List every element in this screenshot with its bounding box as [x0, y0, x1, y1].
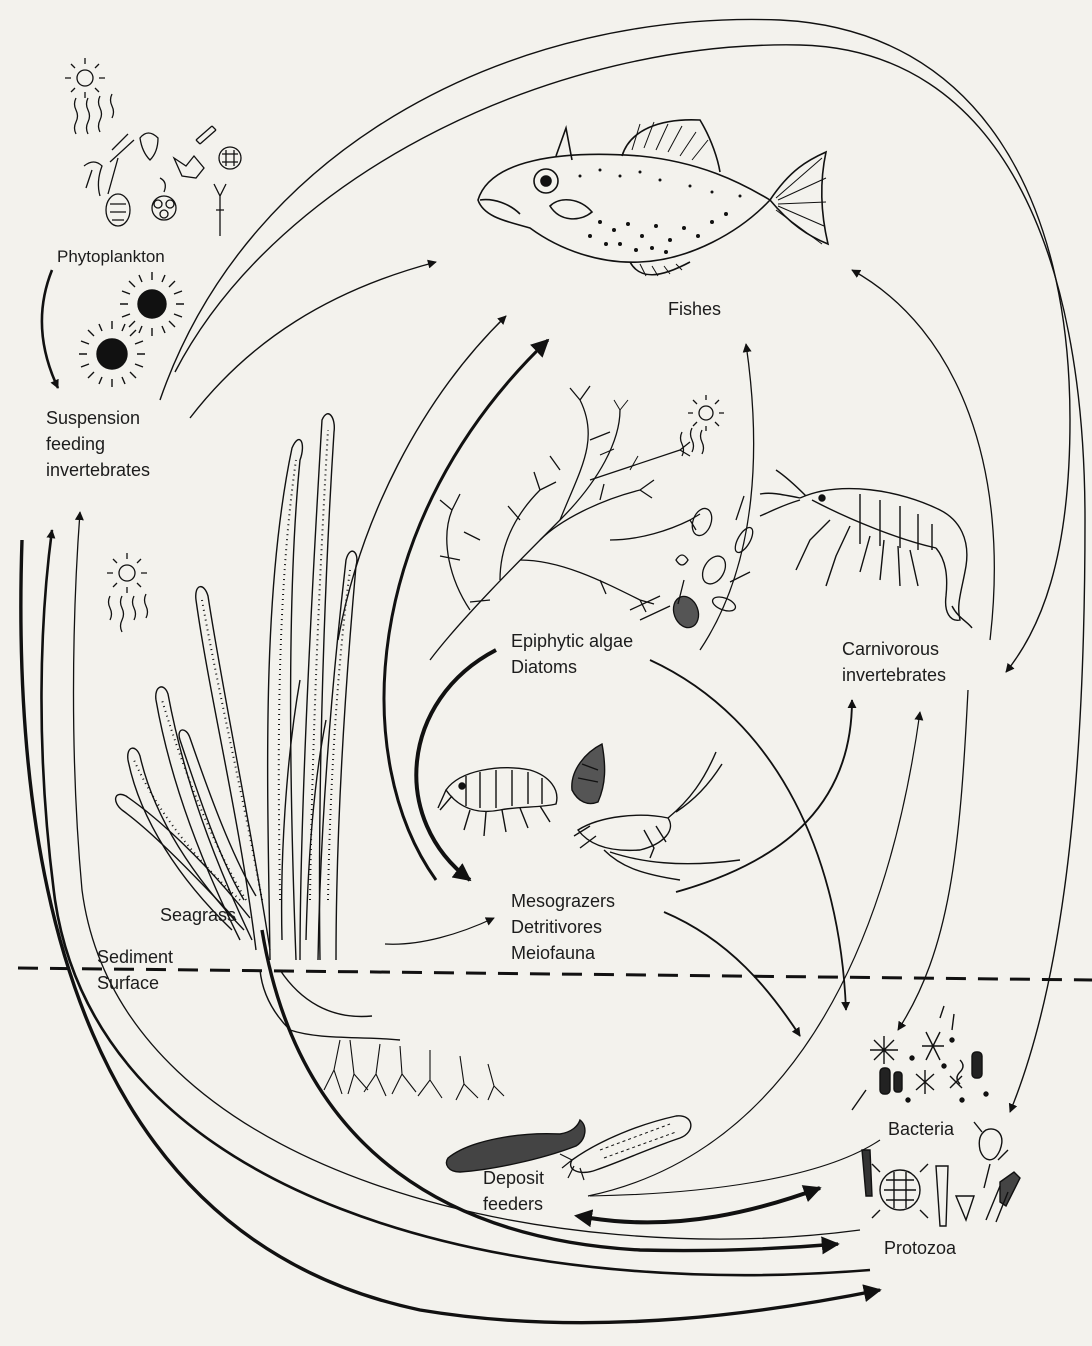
arrow-deposit-to-carnivores: [588, 712, 920, 1196]
seagrass-roots-icon: [324, 1040, 504, 1100]
fish-icon: [478, 120, 828, 276]
bacteria-label: Bacteria: [888, 1116, 954, 1142]
arrow-algae-to-fishes: [700, 344, 754, 650]
fishes-label: Fishes: [668, 296, 721, 322]
sun-icon: [65, 58, 114, 134]
label-line: feeders: [483, 1191, 544, 1217]
label-line: invertebrates: [842, 662, 946, 688]
snail-icon: [572, 744, 605, 804]
label-line: Carnivorous: [842, 636, 946, 662]
arrow-phyto-to-suspension: [42, 270, 58, 388]
arrow-algae-to-mesograzers: [416, 650, 496, 880]
sun-icon: [107, 553, 148, 632]
label-line: Mesograzers: [511, 888, 615, 914]
label-line: Surface: [97, 970, 173, 996]
arrow-bacteria-to-deposit-thin: [590, 1140, 880, 1196]
label-line: Sediment: [97, 944, 173, 970]
arrow-suspension-to-carnivores-arc: [160, 19, 1070, 672]
arrow-suspension-to-fishes: [190, 262, 436, 418]
sun-icon: [681, 395, 725, 456]
epiphytic-algae-label: Epiphytic algae Diatoms: [511, 628, 633, 680]
diatom-icon: [630, 496, 756, 631]
arrow-seagrass-to-mesograzers: [385, 918, 494, 944]
sea-urchin-icon: [79, 272, 184, 387]
label-line: Deposit: [483, 1165, 544, 1191]
protozoa-label: Protozoa: [884, 1235, 956, 1261]
sediment-surface-label: Sediment Surface: [97, 944, 173, 996]
label-line: Meiofauna: [511, 940, 615, 966]
arrow-deposit-protozoa-double: [590, 1188, 820, 1222]
seagrass-label: Seagrass: [160, 902, 236, 928]
arrow-carnivores-to-fishes: [852, 270, 994, 640]
mesograzers-label: Mesograzers Detritivores Meiofauna: [511, 888, 615, 966]
arrow-seagrass-to-fishes: [338, 316, 506, 640]
arrow-algae-to-bacteria: [650, 660, 846, 1010]
deposit-feeders-label: Deposit feeders: [483, 1165, 544, 1217]
label-line: Epiphytic algae: [511, 628, 633, 654]
arrow-mesograzers-to-bacteria: [664, 912, 800, 1036]
label-line: feeding: [46, 431, 150, 457]
shrimp-icon: [760, 470, 972, 628]
phytoplankton-label: Phytoplankton: [57, 244, 165, 270]
carnivorous-invertebrates-label: Carnivorous invertebrates: [842, 636, 946, 688]
suspension-feeders-label: Suspension feeding invertebrates: [46, 405, 150, 483]
label-line: Diatoms: [511, 654, 633, 680]
epiphytic-algae-icon: [430, 386, 700, 660]
bacteria-cluster-icon: [852, 1006, 988, 1110]
arrow-seagrass-to-protozoa: [262, 930, 838, 1251]
phytoplankton-cells-icon: [84, 126, 241, 236]
label-line: invertebrates: [46, 457, 150, 483]
amphipod-icon: [438, 768, 557, 836]
sediment-surface-line: [18, 968, 1092, 980]
label-line: Suspension: [46, 405, 150, 431]
label-line: Detritivores: [511, 914, 615, 940]
